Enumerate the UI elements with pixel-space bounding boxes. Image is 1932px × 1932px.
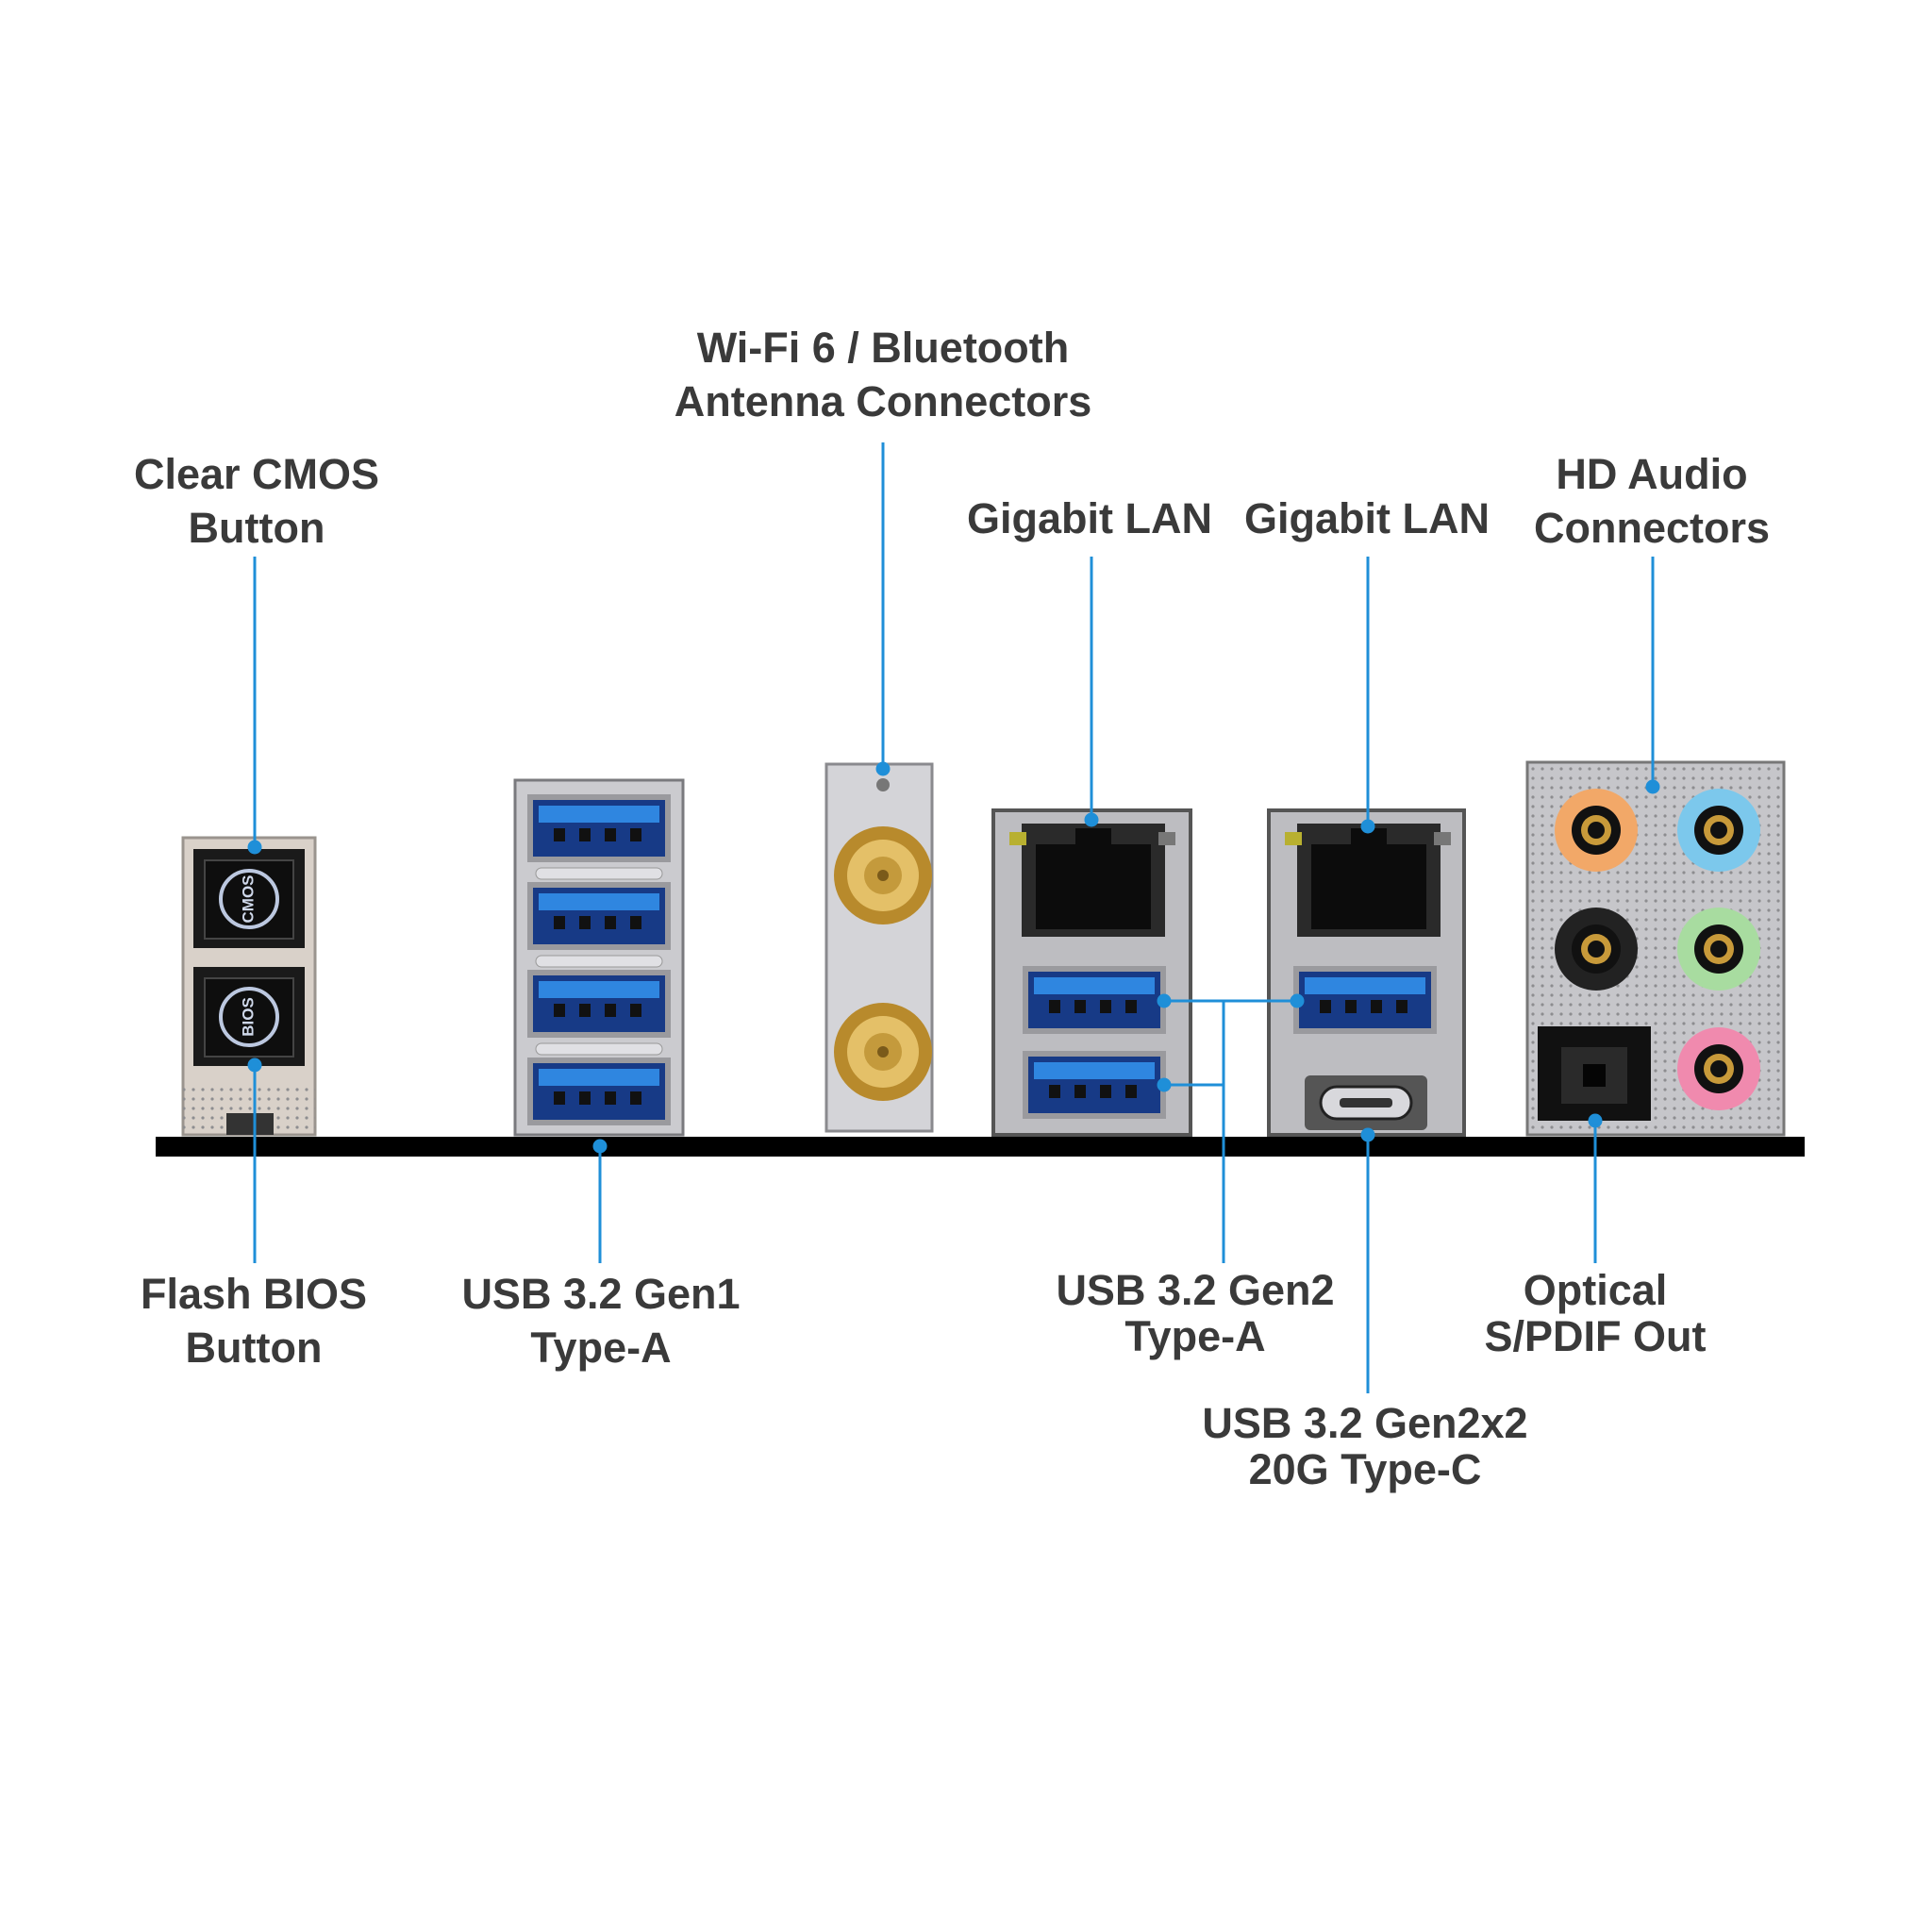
label-line: USB 3.2 Gen1	[461, 1270, 741, 1318]
label-line: Antenna Connectors	[674, 377, 1092, 425]
flash-bios-button[interactable]: BIOS	[193, 967, 305, 1066]
label-usb-gen1: USB 3.2 Gen1 Type-A	[461, 1267, 740, 1374]
label-line: Flash BIOS	[140, 1270, 368, 1318]
base-bar	[156, 1137, 1805, 1157]
usb-gen1-stack	[513, 778, 685, 1137]
label-line: Gigabit LAN	[1244, 494, 1490, 542]
antenna-connector[interactable]	[834, 826, 932, 924]
label-line: Type-A	[1124, 1312, 1266, 1360]
label-line: Optical	[1523, 1266, 1668, 1314]
usb-type-c-port[interactable]	[1305, 1075, 1427, 1130]
usb-gen2-port[interactable]	[1023, 1051, 1166, 1119]
clear-cmos-button[interactable]: CMOS	[193, 849, 305, 948]
label-flash-bios: Flash BIOS Button	[141, 1267, 367, 1374]
audio-block	[1525, 760, 1786, 1137]
label-line: Type-A	[530, 1324, 672, 1372]
bios-text: BIOS	[239, 997, 257, 1037]
label-antenna: Wi-Fi 6 / Bluetooth Antenna Connectors	[675, 321, 1092, 428]
label-usb-gen2x2: USB 3.2 Gen2x2 20G Type-C	[1202, 1400, 1527, 1492]
label-line: Button	[185, 1324, 323, 1372]
label-usb-gen2: USB 3.2 Gen2 Type-A	[1056, 1267, 1334, 1359]
usb-gen2-port[interactable]	[1293, 966, 1437, 1034]
label-line: HD Audio	[1556, 450, 1748, 498]
usb-gen1-port[interactable]	[527, 794, 671, 862]
lan1-port[interactable]	[1009, 824, 1175, 937]
antenna-connector[interactable]	[834, 1003, 932, 1101]
leader-lines	[247, 442, 1660, 1393]
lan2-port[interactable]	[1285, 824, 1451, 937]
label-optical: Optical S/PDIF Out	[1485, 1267, 1707, 1359]
cmos-text: CMOS	[239, 875, 257, 924]
label-clear-cmos: Clear CMOS Button	[134, 447, 379, 555]
cmos-bios-panel: CMOS BIOS	[181, 836, 317, 1137]
label-line: USB 3.2 Gen2x2	[1202, 1399, 1528, 1447]
label-line: Clear CMOS	[133, 450, 380, 498]
label-line: 20G Type-C	[1248, 1445, 1482, 1493]
label-lan1: Gigabit LAN	[967, 491, 1212, 545]
label-line: Wi-Fi 6 / Bluetooth	[696, 324, 1070, 372]
lan2-usb-block	[1267, 808, 1466, 1137]
audio-jack[interactable]	[1677, 789, 1760, 872]
label-line: Gigabit LAN	[967, 494, 1212, 542]
usb-gen1-port[interactable]	[527, 882, 671, 950]
label-line: Button	[188, 504, 325, 552]
usb-gen1-port[interactable]	[527, 1058, 671, 1125]
optical-spdif-port[interactable]	[1538, 1026, 1651, 1121]
audio-jack[interactable]	[1677, 908, 1760, 991]
label-line: S/PDIF Out	[1484, 1312, 1707, 1360]
audio-jack[interactable]	[1677, 1027, 1760, 1110]
antenna-bracket	[824, 762, 934, 1133]
usb-gen1-port[interactable]	[527, 970, 671, 1038]
label-lan2: Gigabit LAN	[1244, 491, 1490, 545]
usb-gen2-port[interactable]	[1023, 966, 1166, 1034]
lan1-usb-block	[991, 808, 1192, 1137]
label-hd-audio: HD Audio Connectors	[1534, 447, 1770, 555]
label-line: USB 3.2 Gen2	[1056, 1266, 1335, 1314]
audio-jack[interactable]	[1555, 789, 1638, 872]
label-line: Connectors	[1533, 504, 1771, 552]
audio-jack[interactable]	[1555, 908, 1638, 991]
